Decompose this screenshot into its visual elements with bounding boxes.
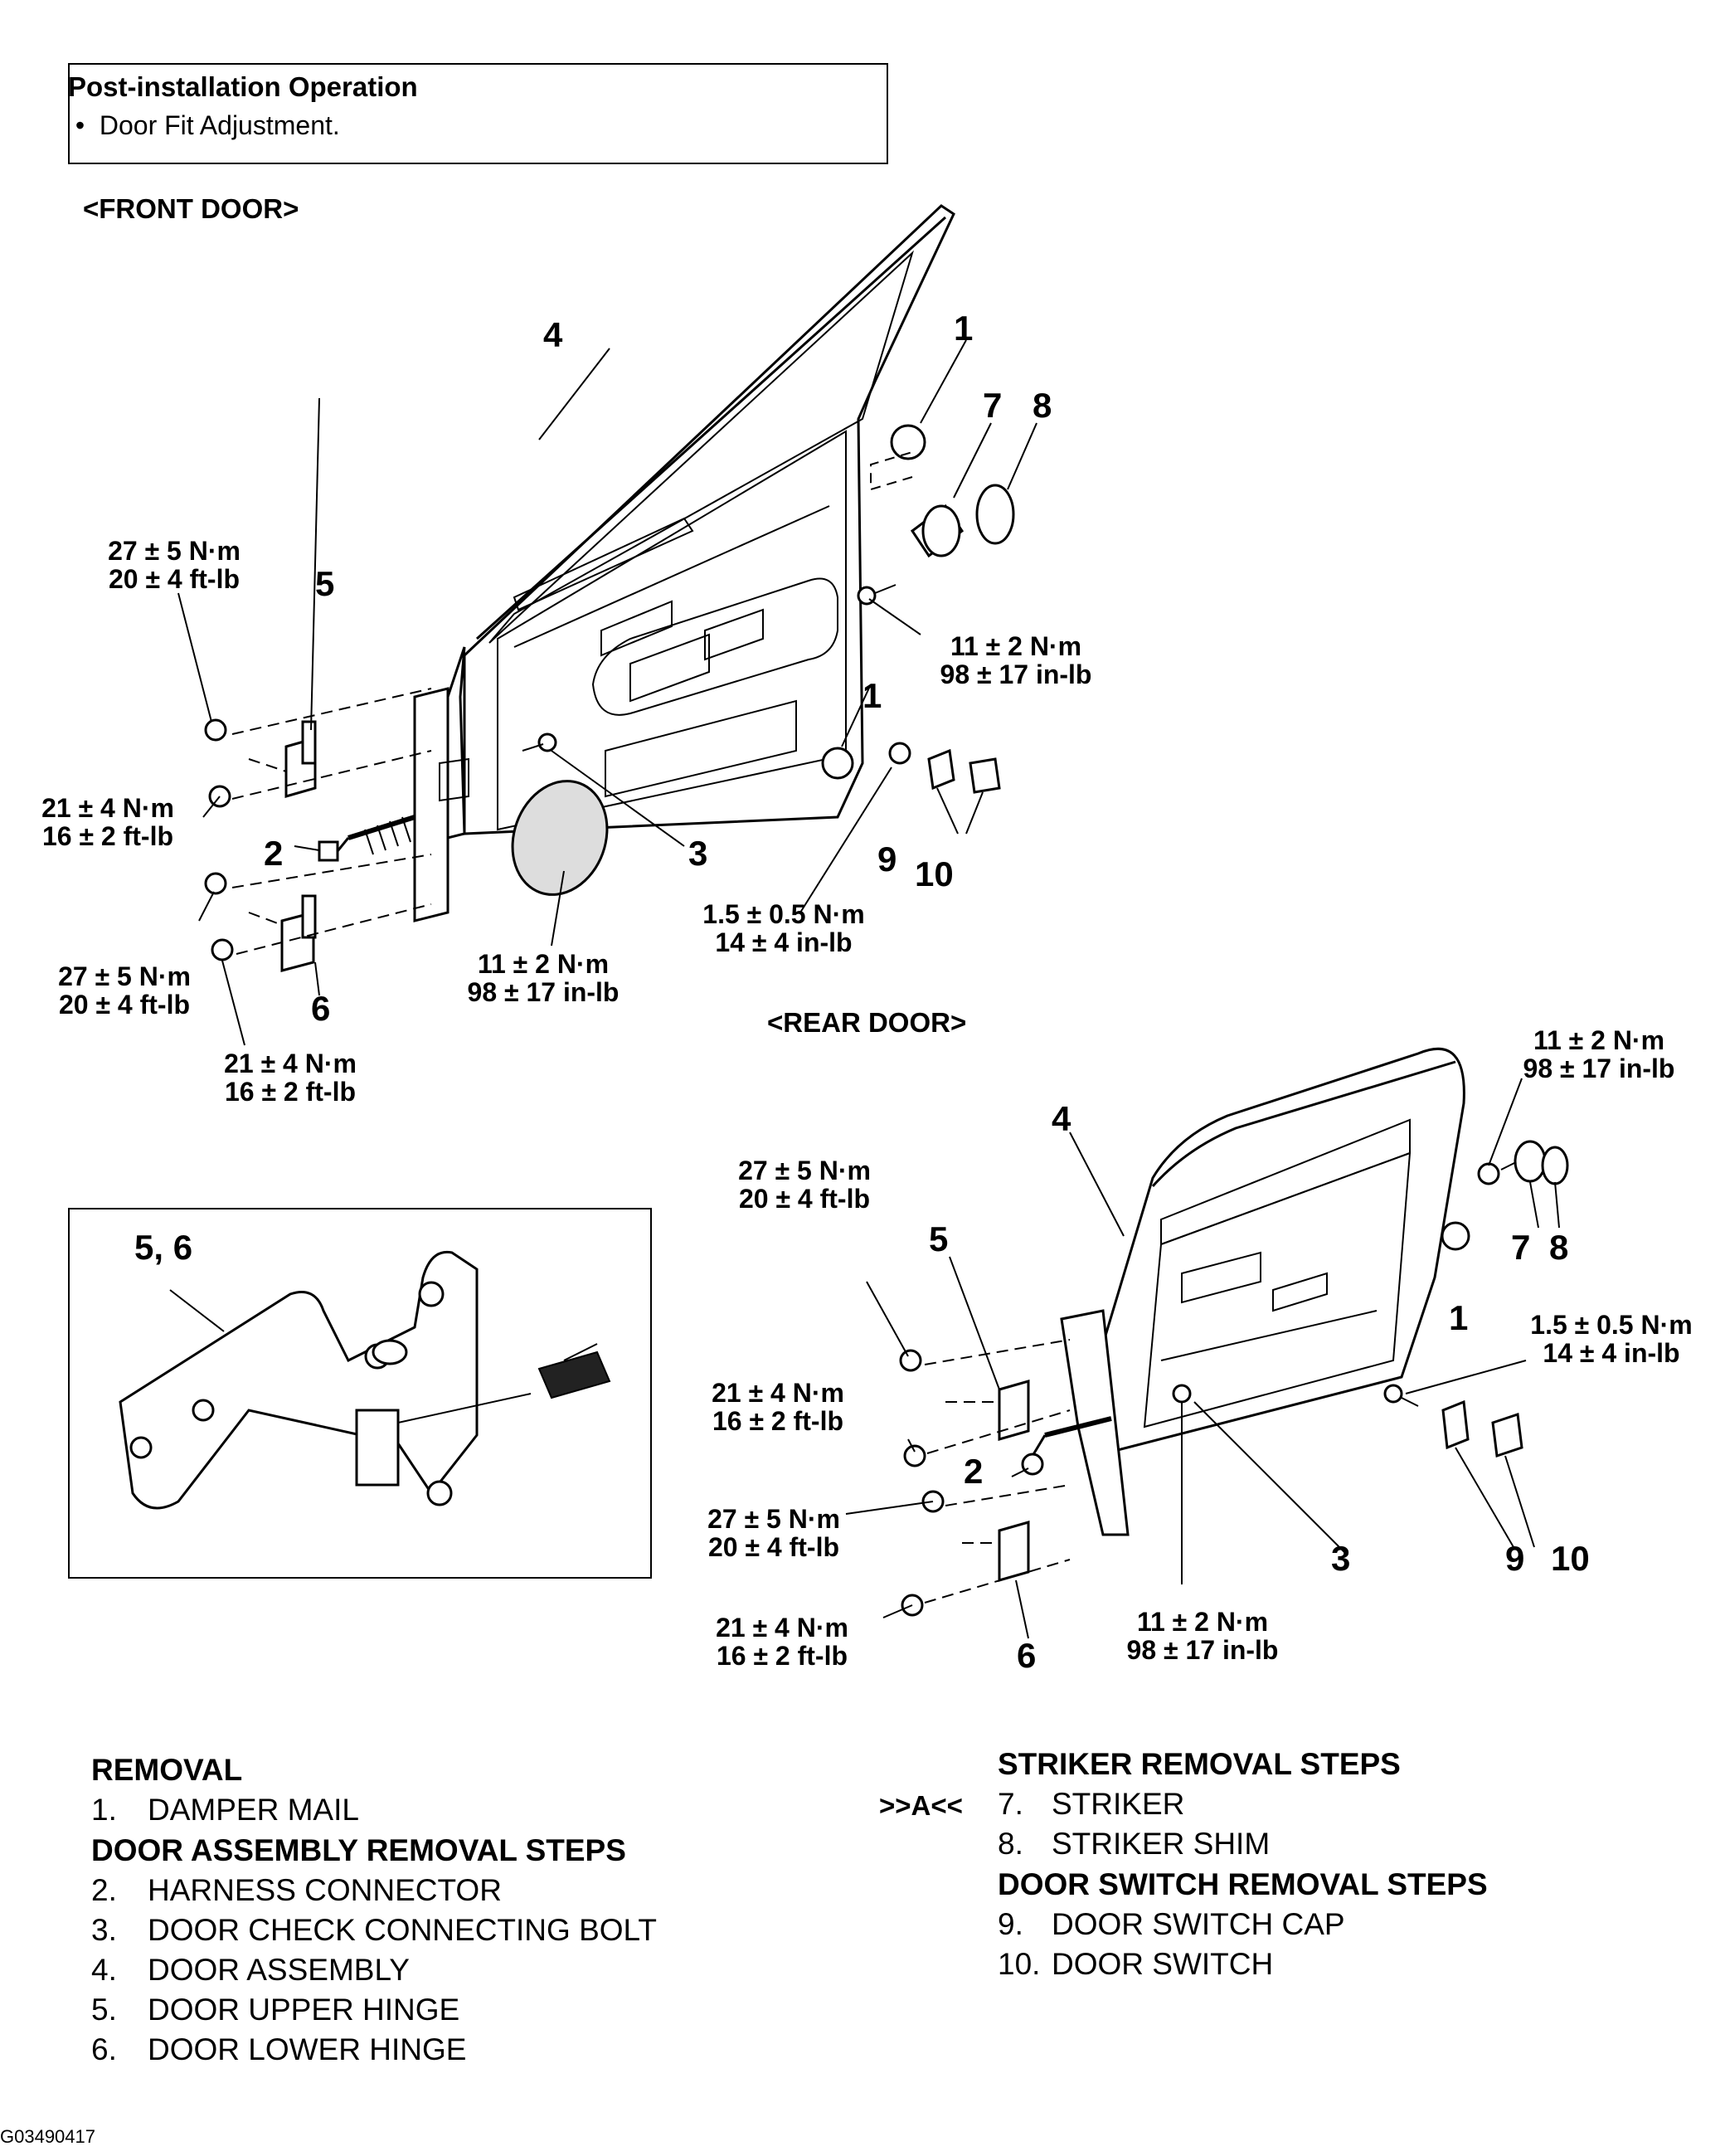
- removal-step-4: 4.DOOR ASSEMBLY: [91, 1953, 410, 1987]
- removal-step-9: 9.DOOR SWITCH CAP: [998, 1907, 1345, 1941]
- front-callout-2: 2: [264, 834, 284, 873]
- rear-door-assembly: [1060, 1047, 1465, 1536]
- removal-step-10: 10.DOOR SWITCH: [998, 1947, 1274, 1981]
- rear-callout-6: 6: [1017, 1636, 1037, 1675]
- removal-step-5: 5.DOOR UPPER HINGE: [91, 1993, 460, 2027]
- rear-upper-hinge: [899, 1339, 1071, 1467]
- front-door-check: [318, 732, 557, 862]
- rear-callout-2: 2: [964, 1452, 984, 1491]
- rear-callout-9: 9: [1505, 1539, 1525, 1578]
- rear-callout-3: 3: [1331, 1539, 1351, 1578]
- post-installation-box: [68, 63, 888, 164]
- post-installation-item: • Door Fit Adjustment.: [68, 110, 340, 140]
- front-callout-1-top: 1: [954, 309, 974, 348]
- hinge-detail-inset: [68, 1208, 652, 1579]
- rear-callout-5: 5: [929, 1219, 949, 1258]
- front-callout-1-mid: 1: [862, 676, 882, 715]
- removal-heading: REMOVAL: [91, 1753, 243, 1787]
- front-callout-9: 9: [877, 840, 897, 878]
- removal-step-6: 6.DOOR LOWER HINGE: [91, 2032, 467, 2066]
- front-callout-4: 4: [543, 315, 563, 354]
- removal-step-8: 8.STRIKER SHIM: [998, 1827, 1271, 1861]
- rear-callout-10: 10: [1551, 1539, 1590, 1578]
- rear-striker: [1383, 1140, 1569, 1458]
- front-callout-3: 3: [688, 834, 708, 873]
- front-callout-7: 7: [983, 386, 1003, 425]
- front-upper-hinge: [204, 688, 432, 808]
- front-callout-8: 8: [1033, 386, 1052, 425]
- striker-marker: >>A<<: [879, 1790, 963, 1821]
- front-door-switch: [821, 742, 1001, 794]
- front-callout-6: 6: [311, 989, 331, 1028]
- rear-lower-hinge: [901, 1484, 1071, 1617]
- striker-heading: STRIKER REMOVAL STEPS: [998, 1747, 1401, 1781]
- rear-callout-7: 7: [1511, 1228, 1531, 1267]
- front-door-heading: <FRONT DOOR>: [83, 193, 299, 224]
- inset-label: 5, 6: [134, 1228, 193, 1267]
- post-installation-title: Post-installation Operation: [68, 71, 418, 102]
- removal-step-2: 2.HARNESS CONNECTOR: [91, 1873, 502, 1907]
- front-callout-5: 5: [315, 564, 335, 603]
- rear-callout-8: 8: [1549, 1228, 1569, 1267]
- rear-leaders: [845, 1078, 1560, 1639]
- rear-door-heading: <REAR DOOR>: [767, 1007, 967, 1038]
- front-leaders: [177, 339, 1037, 1046]
- figure-id: G03490417: [0, 2126, 95, 2147]
- removal-step-7: 7.STRIKER: [998, 1787, 1185, 1821]
- removal-step-1: 1.DAMPER MAIL: [91, 1793, 359, 1827]
- removal-step-3: 3.DOOR CHECK CONNECTING BOLT: [91, 1913, 657, 1947]
- rear-callout-4: 4: [1052, 1099, 1071, 1138]
- front-door-assembly: [413, 204, 955, 922]
- inset-hinge-drawing: [119, 1250, 611, 1510]
- door-assembly-heading: DOOR ASSEMBLY REMOVAL STEPS: [91, 1833, 626, 1867]
- front-lower-hinge: [204, 854, 432, 972]
- rear-callout-1: 1: [1449, 1298, 1469, 1337]
- door-switch-heading: DOOR SWITCH REMOVAL STEPS: [998, 1867, 1488, 1901]
- front-striker: [857, 424, 1015, 606]
- front-callout-10: 10: [915, 854, 954, 893]
